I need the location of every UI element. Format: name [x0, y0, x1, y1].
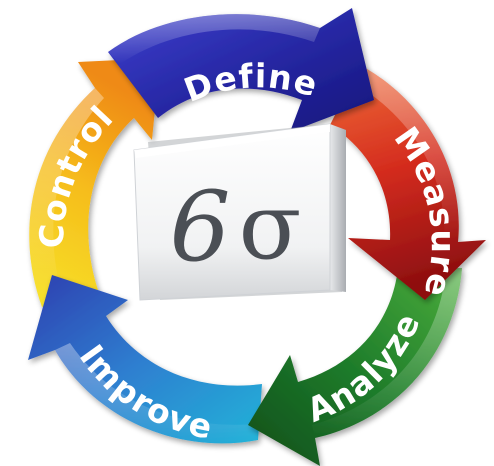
sigma-symbol: σ — [239, 173, 302, 280]
control-arrow — [29, 58, 160, 307]
analyze-arrow — [248, 268, 462, 466]
define-arrow — [108, 8, 374, 132]
center-sigma-box — [133, 123, 346, 301]
six-numeral: 6 — [169, 171, 230, 283]
improve-arrow — [28, 275, 262, 444]
